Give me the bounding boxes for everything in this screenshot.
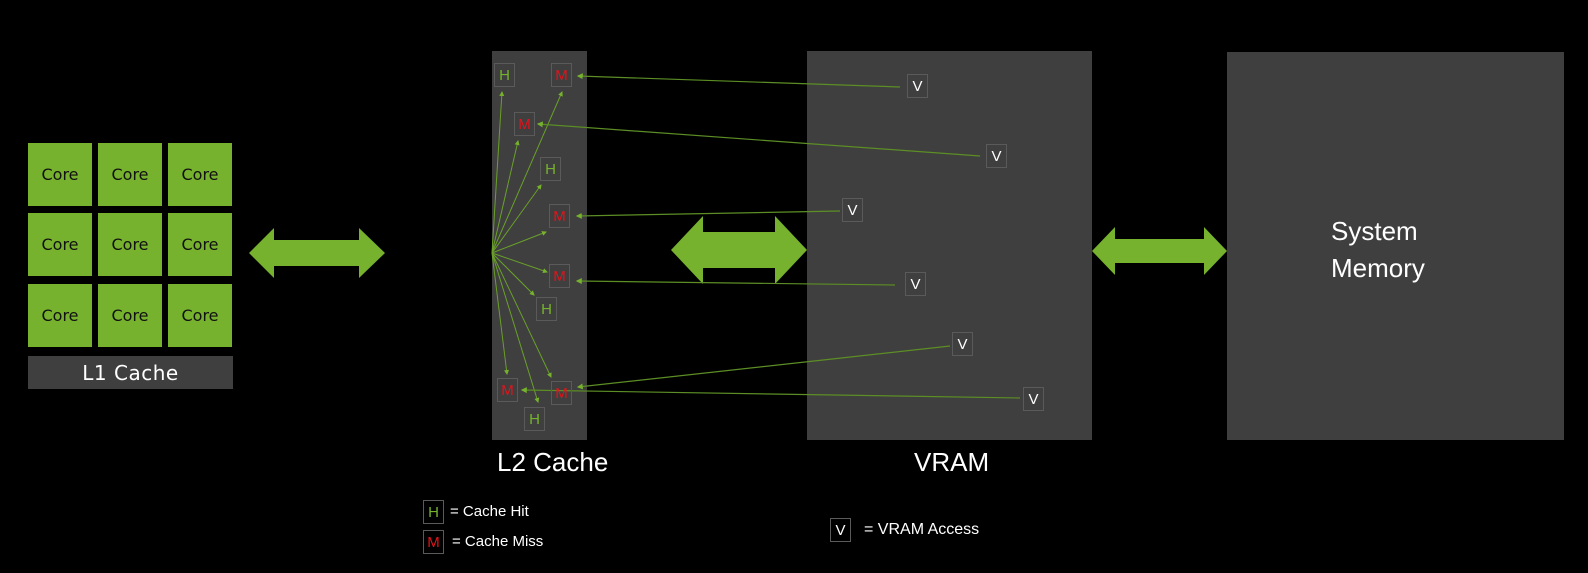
legend-hit-text: = Cache Hit — [450, 503, 529, 520]
core-block: Core — [168, 143, 232, 206]
vram-sysmem-double-arrow — [1092, 227, 1227, 275]
request-line — [491, 91, 505, 254]
core-block: Core — [98, 143, 162, 206]
sm-l2-double-arrow — [249, 228, 385, 278]
core-block: Core — [98, 284, 162, 347]
request-line — [491, 91, 563, 254]
request-line — [491, 184, 542, 254]
request-line — [491, 252, 548, 274]
cache-miss-box: M — [551, 381, 572, 405]
system-memory-line1: System — [1331, 216, 1418, 246]
l2-cache-label: L2 Cache — [497, 447, 609, 477]
cache-hit-box: H — [536, 297, 557, 321]
l1-cache-block: L1 Cache — [28, 356, 233, 389]
request-line — [491, 252, 509, 375]
core-block: Core — [168, 284, 232, 347]
vram-access-box: V — [907, 74, 928, 98]
legend-vram-text: = VRAM Access — [864, 521, 980, 538]
cache-miss-box: M — [549, 204, 570, 228]
l2-request-fan — [491, 91, 563, 403]
fetch-line — [520, 387, 1021, 399]
vram-panel — [807, 51, 1092, 440]
core-block: Core — [28, 284, 92, 347]
cache-miss-box: M — [497, 378, 518, 402]
vram-access-box: V — [986, 144, 1007, 168]
core-block: Core — [28, 143, 92, 206]
l2-vram-double-arrow — [671, 216, 807, 284]
core-block: Core — [168, 213, 232, 276]
vram-access-box: V — [1023, 387, 1044, 411]
request-line — [491, 252, 552, 378]
vram-label: VRAM — [914, 447, 990, 477]
system-memory-label: System Memory — [1331, 213, 1425, 287]
vram-access-box: V — [952, 332, 973, 356]
vram-fetch-lines — [520, 73, 1021, 399]
system-memory-line2: Memory — [1331, 253, 1425, 283]
request-line — [491, 252, 540, 403]
legend-miss-swatch: M — [423, 530, 444, 554]
core-block: Core — [28, 213, 92, 276]
legend-vram-swatch: V — [830, 518, 851, 542]
fetch-line — [575, 210, 841, 219]
cache-hit-box: H — [494, 63, 515, 87]
legend-hit-swatch: H — [423, 500, 444, 524]
cache-hit-box: H — [540, 157, 561, 181]
cache-miss-box: M — [551, 63, 572, 87]
cache-miss-box: M — [514, 112, 535, 136]
system-memory-panel — [1227, 52, 1564, 440]
cache-hit-box: H — [524, 407, 545, 431]
l2-cache-panel — [492, 51, 587, 440]
fetch-line — [536, 121, 981, 157]
vram-access-box: V — [905, 272, 926, 296]
fetch-line — [576, 73, 901, 88]
request-line — [491, 140, 520, 254]
request-line — [491, 231, 547, 254]
request-line — [491, 252, 535, 296]
fetch-line — [575, 278, 896, 286]
fetch-line — [576, 345, 951, 390]
vram-access-box: V — [842, 198, 863, 222]
legend-miss-text: = Cache Miss — [452, 533, 544, 550]
cache-miss-box: M — [549, 264, 570, 288]
core-block: Core — [98, 213, 162, 276]
